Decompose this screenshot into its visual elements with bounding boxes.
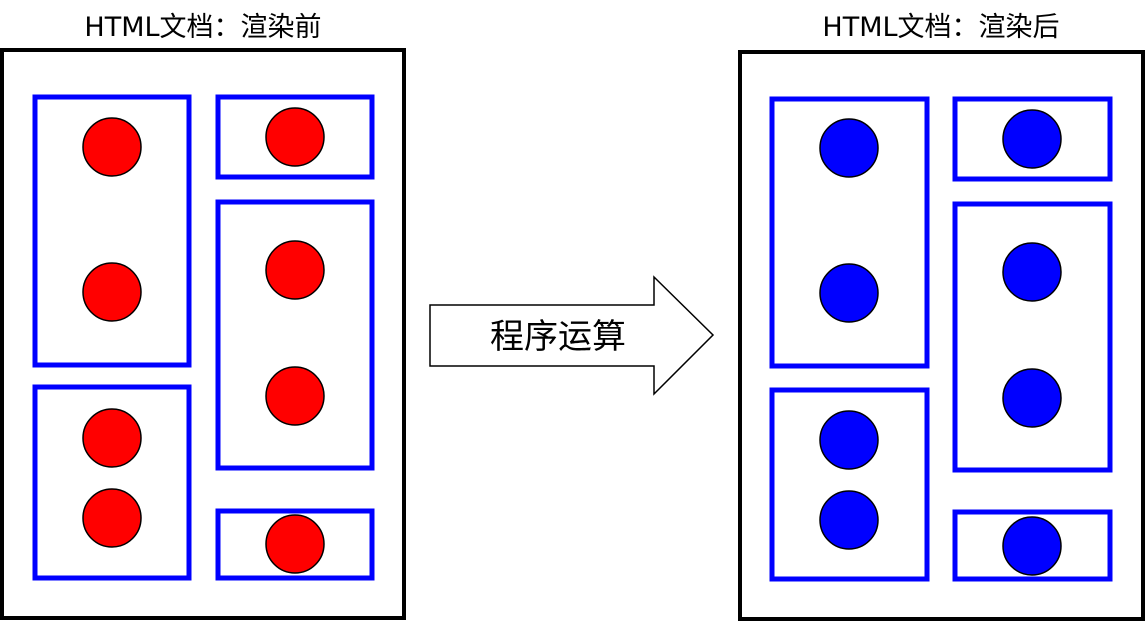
document-before: HTML文档：渲染前 [0, 12, 406, 620]
after-circle [819, 118, 879, 178]
document-after-title: HTML文档：渲染后 [822, 12, 1059, 43]
after-circle [1002, 516, 1062, 576]
after-circle [1002, 109, 1062, 169]
before-circle [82, 262, 142, 322]
process-arrow: 程序运算 [429, 275, 715, 396]
before-circle [82, 488, 142, 548]
before-circle [265, 366, 325, 426]
after-circle [1002, 242, 1062, 302]
before-circle [265, 240, 325, 300]
after-circle [819, 490, 879, 550]
before-circle [82, 408, 142, 468]
after-circle [819, 410, 879, 470]
process-arrow-shape [429, 275, 715, 396]
before-circle [265, 514, 325, 574]
process-arrow-label: 程序运算 [490, 317, 626, 357]
after-circle [819, 263, 879, 323]
before-circle [265, 107, 325, 167]
after-circle [1002, 368, 1062, 428]
document-before-title: HTML文档：渲染前 [84, 12, 321, 43]
before-circle [82, 117, 142, 177]
document-after: HTML文档：渲染后 [738, 12, 1145, 621]
